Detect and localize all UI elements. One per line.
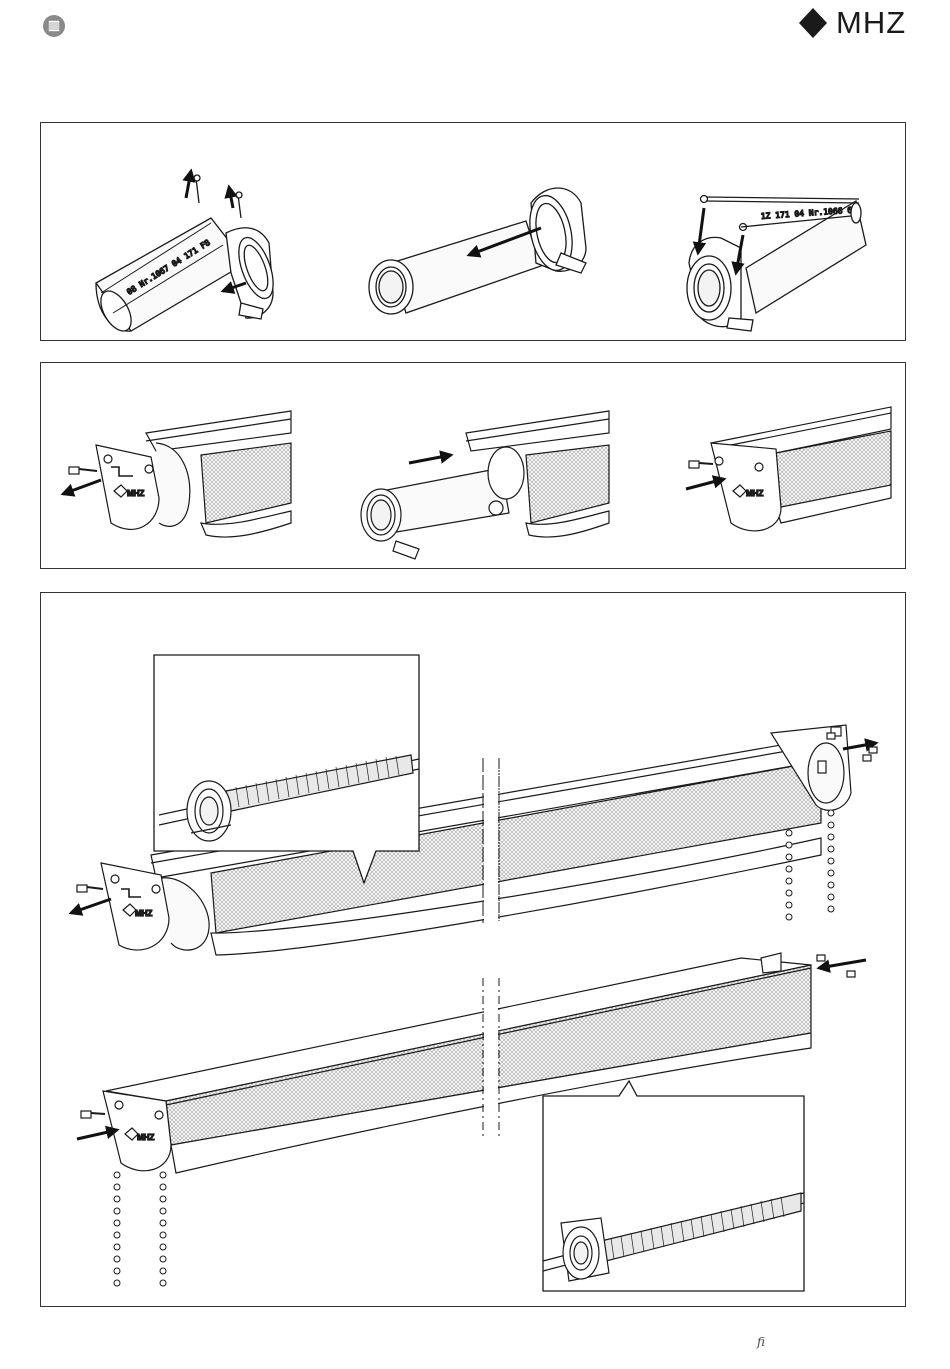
figure-insert-adapter bbox=[361, 411, 609, 559]
bracket-logo: MHZ bbox=[135, 909, 152, 918]
figure-lower-blind-mount: MHZ bbox=[77, 953, 866, 1291]
bracket-logo: MHZ bbox=[137, 1133, 154, 1142]
brand-logo: MHZ bbox=[796, 6, 906, 40]
step-panel-1: 08 Nr.1067 04 171 F8 bbox=[40, 122, 906, 341]
step-panel-3: MHZ bbox=[40, 592, 906, 1307]
step-panel-2: MHZ bbox=[40, 362, 906, 569]
diamond-icon bbox=[796, 6, 830, 40]
figure-mount-bracket: MHZ bbox=[686, 407, 891, 531]
bracket-logo: MHZ bbox=[746, 489, 763, 498]
bracket-logo: MHZ bbox=[127, 489, 144, 498]
figure-remove-pins: 08 Nr.1067 04 171 F8 bbox=[95, 171, 280, 336]
page-mark: fi bbox=[757, 1335, 765, 1349]
figure-remove-bracket: MHZ bbox=[63, 411, 291, 537]
page-type-icon bbox=[42, 14, 66, 38]
figure-pull-adapter bbox=[369, 188, 586, 314]
figure-insert-pins: 1Z 171 04 Nr.1066 60 bbox=[687, 196, 866, 332]
brand-name: MHZ bbox=[836, 5, 906, 41]
figure-upper-blind-remove: MHZ bbox=[71, 655, 877, 955]
